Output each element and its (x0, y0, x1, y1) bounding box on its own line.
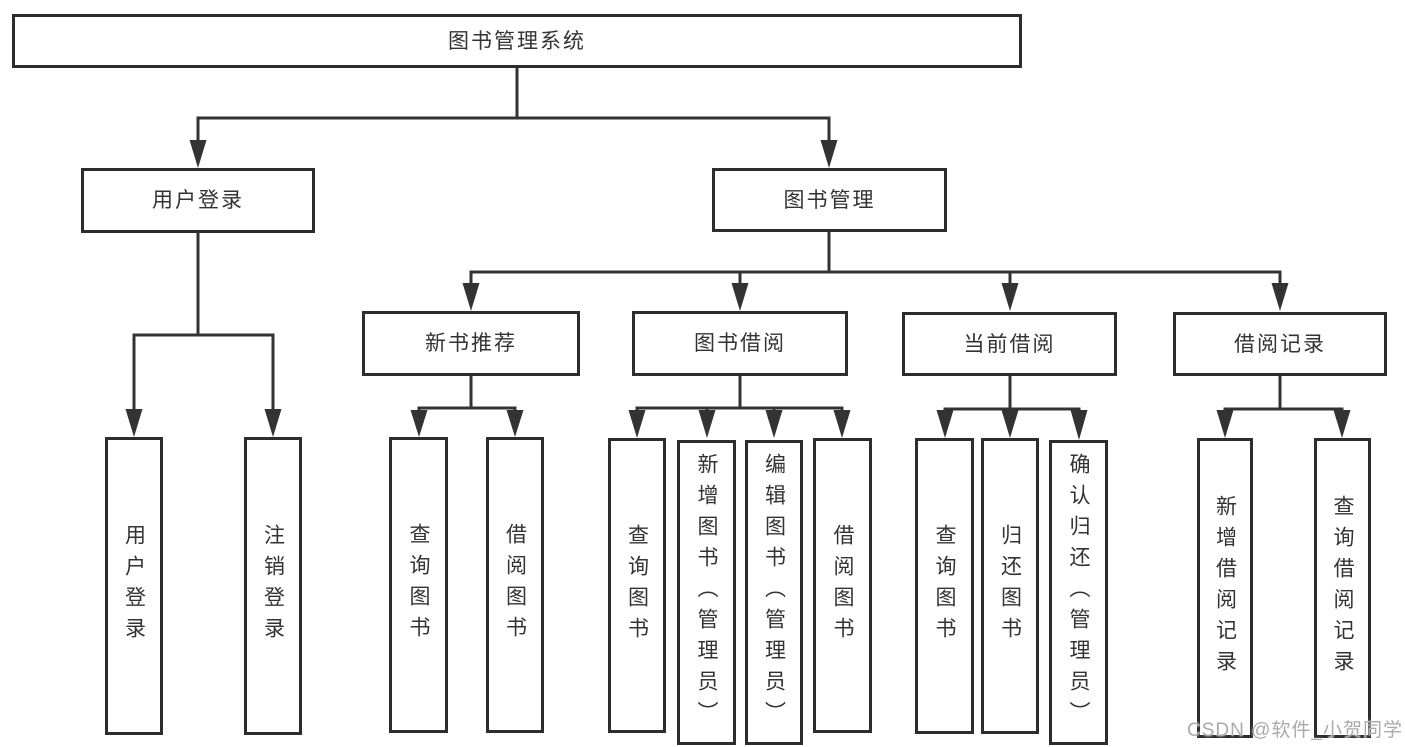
leaf-borrow-books-1: 借阅图书 (486, 437, 544, 733)
leaf-user-login: 用户登录 (105, 437, 163, 735)
leaf-user-login-label: 用户登录 (122, 524, 146, 648)
leaf-logout: 注销登录 (244, 437, 302, 735)
node-user-login: 用户登录 (81, 168, 315, 233)
leaf-add-book-admin: 新增图书（管理员） (677, 440, 736, 745)
node-book-borrow: 图书借阅 (632, 311, 848, 376)
arrow-down-icon (1001, 410, 1019, 438)
arrow-down-icon (189, 140, 207, 168)
connector-book-mgmt-to-sections (469, 230, 1282, 287)
connector-root-to-level2 (196, 66, 831, 144)
leaf-query-books-1-label: 查询图书 (407, 523, 430, 647)
arrow-down-icon (820, 140, 838, 168)
leaf-add-borrow-record: 新增借阅记录 (1197, 438, 1253, 738)
csdn-watermark: CSDN @软件_小贺同学 (1187, 720, 1403, 741)
leaf-confirm-return-admin: 确认归还（管理员） (1049, 440, 1108, 745)
arrow-down-icon (628, 410, 646, 438)
node-root: 图书管理系统 (12, 14, 1022, 68)
connector-records-children (1223, 374, 1344, 414)
arrow-down-icon (765, 410, 783, 438)
arrow-down-icon (698, 410, 716, 438)
node-current-borrow: 当前借阅 (902, 312, 1117, 376)
node-root-label: 图书管理系统 (448, 29, 586, 53)
leaf-add-book-admin-label: 新增图书（管理员） (695, 453, 718, 732)
leaf-query-books-2: 查询图书 (608, 438, 666, 733)
leaf-add-borrow-record-label: 新增借阅记录 (1213, 495, 1237, 681)
connector-current-children (943, 374, 1081, 414)
arrow-down-icon (1216, 410, 1234, 438)
arrow-down-icon (833, 410, 851, 438)
arrow-down-icon (1333, 410, 1351, 438)
node-book-management-label: 图书管理 (783, 188, 876, 212)
arrow-down-icon (1271, 283, 1289, 311)
leaf-query-books-3-label: 查询图书 (933, 524, 956, 648)
node-book-borrow-label: 图书借阅 (694, 332, 786, 355)
node-current-borrow-label: 当前借阅 (963, 332, 1056, 356)
leaf-borrow-books-1-label: 借阅图书 (503, 523, 527, 647)
arrow-down-icon (462, 283, 480, 311)
leaf-borrow-books-2: 借阅图书 (813, 438, 872, 733)
arrow-down-icon (936, 410, 954, 438)
arrow-down-icon (125, 409, 143, 437)
leaf-confirm-return-admin-label: 确认归还（管理员） (1067, 453, 1090, 732)
arrow-down-icon (731, 283, 749, 311)
leaf-query-books-2-label: 查询图书 (625, 523, 649, 648)
node-borrow-records: 借阅记录 (1173, 312, 1387, 376)
connector-new-rec-children (417, 374, 517, 414)
leaf-edit-book-admin-label: 编辑图书（管理员） (762, 453, 786, 732)
leaf-query-borrow-record-label: 查询借阅记录 (1331, 495, 1354, 681)
leaf-return-books: 归还图书 (981, 438, 1039, 734)
leaf-edit-book-admin: 编辑图书（管理员） (745, 440, 803, 745)
leaf-logout-label: 注销登录 (261, 524, 285, 648)
arrow-down-icon (1070, 410, 1088, 440)
node-new-book-recommend: 新书推荐 (362, 311, 580, 376)
connector-user-login-children (132, 231, 275, 412)
arrow-down-icon (264, 409, 282, 437)
leaf-query-books-3: 查询图书 (915, 438, 974, 734)
leaf-return-books-label: 归还图书 (998, 524, 1022, 648)
connector-borrow-children (635, 374, 844, 414)
leaf-borrow-books-2-label: 借阅图书 (831, 523, 854, 648)
leaf-query-borrow-record: 查询借阅记录 (1314, 438, 1371, 738)
node-borrow-records-label: 借阅记录 (1234, 332, 1326, 356)
node-book-management: 图书管理 (712, 168, 947, 232)
leaf-query-books-1: 查询图书 (389, 437, 448, 733)
arrow-down-icon (410, 410, 428, 437)
node-new-book-recommend-label: 新书推荐 (425, 332, 517, 355)
arrow-down-icon (1001, 283, 1019, 311)
node-user-login-label: 用户登录 (152, 189, 244, 212)
arrow-down-icon (506, 410, 524, 437)
